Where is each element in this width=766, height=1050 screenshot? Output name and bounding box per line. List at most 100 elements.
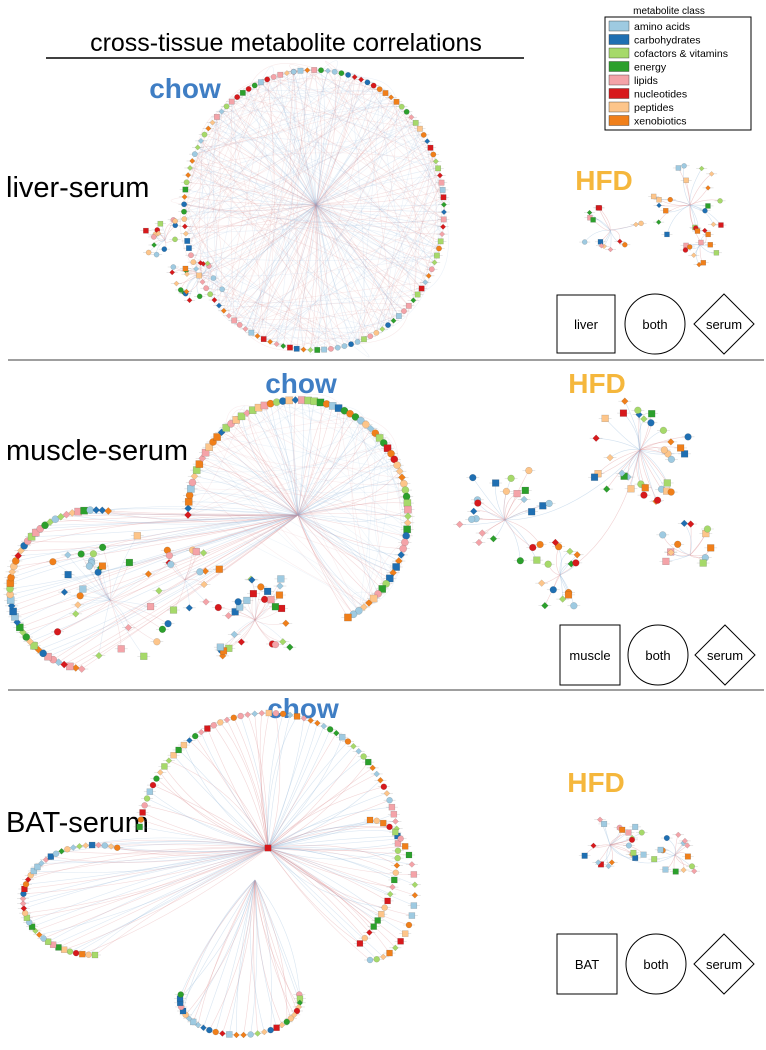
metabolite-node <box>619 826 626 833</box>
correlation-edge <box>10 514 299 584</box>
metabolite-node <box>186 737 193 744</box>
metabolite-node <box>601 414 609 423</box>
correlation-edge <box>297 514 370 604</box>
metabolite-node <box>384 897 391 905</box>
correlation-edge <box>218 294 418 307</box>
metabolite-node <box>641 484 649 492</box>
correlation-edge <box>187 204 317 242</box>
correlation-edge <box>413 154 434 301</box>
metabolite-node <box>691 868 698 875</box>
correlation-edge <box>200 140 217 301</box>
correlation-edge <box>33 847 269 874</box>
correlation-edge <box>297 514 405 543</box>
hfd-label: HFD <box>575 165 633 196</box>
correlation-edge <box>597 844 611 863</box>
correlation-edge <box>254 879 300 1008</box>
metabolite-node <box>44 938 52 945</box>
metabolite-node <box>408 114 415 121</box>
both-key-label: both <box>643 957 668 972</box>
correlation-edge <box>64 847 269 950</box>
correlation-edge <box>503 478 512 521</box>
metabolite-node <box>564 591 573 599</box>
correlation-edge <box>184 122 416 220</box>
correlation-edge <box>108 510 299 516</box>
metabolite-node <box>8 567 17 576</box>
correlation-edge <box>254 879 300 995</box>
correlation-edge <box>104 844 269 849</box>
metabolite-node <box>204 725 211 732</box>
metabolite-node <box>520 495 528 504</box>
correlation-edge <box>192 160 410 307</box>
correlation-edge <box>184 196 422 289</box>
correlation-edge <box>53 847 269 946</box>
correlation-edge <box>315 204 400 317</box>
correlation-edge <box>315 189 443 206</box>
metabolite-node <box>279 638 287 646</box>
correlation-edge <box>209 204 317 295</box>
metabolite-node <box>382 90 389 96</box>
metabolite-node <box>280 343 287 350</box>
metabolite-node <box>236 321 243 328</box>
metabolite-node <box>197 728 205 736</box>
metabolite-node <box>594 470 602 478</box>
metabolite-node <box>440 216 447 223</box>
metabolite-node <box>432 158 439 165</box>
correlation-edge <box>195 82 262 270</box>
correlation-edge <box>188 85 255 249</box>
metabolite-node <box>320 722 328 730</box>
metabolite-node <box>286 643 294 651</box>
correlation-edge <box>609 229 621 242</box>
metabolite-node <box>300 346 307 353</box>
correlation-edge <box>380 313 399 330</box>
correlation-edge <box>297 402 322 516</box>
correlation-edge <box>188 501 394 574</box>
metabolite-node <box>437 238 444 245</box>
correlation-edge <box>314 69 424 136</box>
metabolite-node <box>380 783 388 790</box>
metabolite-node <box>249 590 258 598</box>
correlation-edge <box>315 204 410 307</box>
correlation-edge <box>184 552 204 581</box>
correlation-edge <box>78 511 299 520</box>
correlation-edge <box>183 92 386 205</box>
metabolite-node <box>215 565 223 573</box>
correlation-edge <box>186 181 317 206</box>
metabolite-node <box>186 245 192 252</box>
correlation-edge <box>684 523 692 556</box>
correlation-edge <box>223 79 268 311</box>
correlation-edge <box>267 847 393 888</box>
metabolite-node <box>164 620 172 628</box>
metabolite-node <box>95 841 102 849</box>
metabolite-node <box>239 89 246 96</box>
metabolite-node <box>344 613 352 622</box>
metabolite-node <box>436 245 442 252</box>
correlation-edge <box>80 553 111 601</box>
correlation-edge <box>228 74 281 316</box>
correlation-edge <box>160 772 269 849</box>
metabolite-node <box>663 208 669 214</box>
metabolite-node <box>13 618 22 627</box>
metabolite-node <box>386 890 394 898</box>
metabolite-node <box>180 741 188 749</box>
metabolite-node <box>16 623 24 632</box>
correlation-edge <box>242 92 444 220</box>
metabolite-node <box>222 424 231 432</box>
correlation-edge <box>188 174 317 206</box>
metabolite-node <box>334 344 341 351</box>
correlation-edge <box>199 463 360 611</box>
metabolite-node <box>700 260 707 266</box>
correlation-edge <box>75 847 269 954</box>
metabolite-node <box>231 608 239 616</box>
metabolite-node <box>621 397 629 405</box>
metabolite-node <box>366 424 375 433</box>
correlation-edge <box>357 89 380 342</box>
metabolite-node <box>224 612 233 620</box>
correlation-edge <box>267 847 366 939</box>
metabolite-node <box>220 307 227 314</box>
metabolite-node <box>365 758 372 766</box>
metabolite-node <box>710 221 717 228</box>
correlation-edge <box>212 441 299 516</box>
metabolite-node <box>58 848 65 855</box>
correlation-edge <box>245 302 409 330</box>
correlation-edge <box>184 203 444 228</box>
